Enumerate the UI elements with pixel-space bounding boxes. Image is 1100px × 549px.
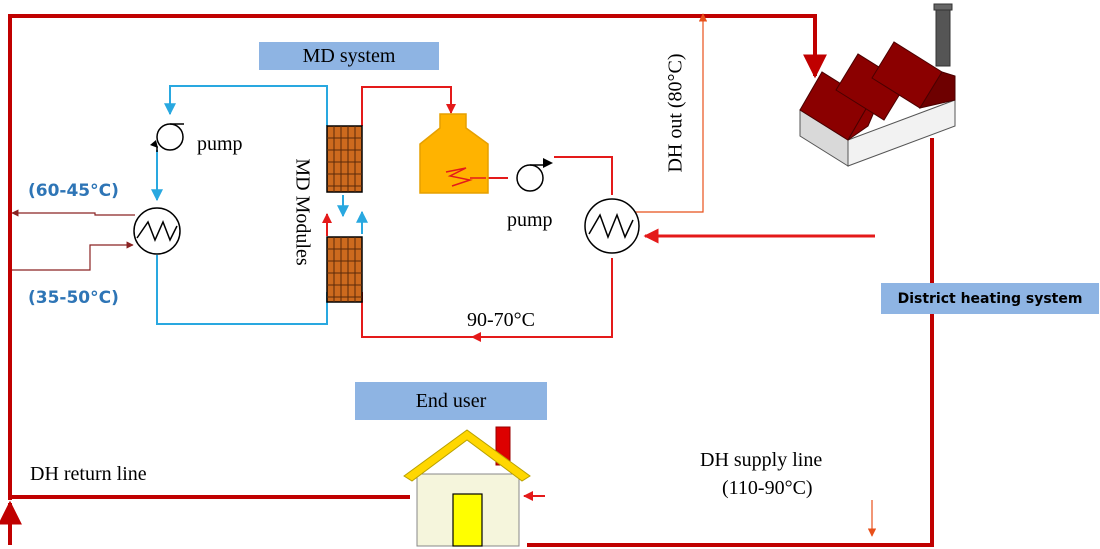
cold-in-temp-label: (35-50°C) <box>28 288 119 308</box>
left-heat-exchanger <box>133 207 181 255</box>
cold-in-line <box>12 241 134 271</box>
cold-loop-bottom <box>156 255 328 325</box>
left-exchange-lines <box>11 209 135 271</box>
district-heating-label: District heating system <box>881 283 1099 314</box>
district-heating-text: District heating system <box>897 290 1083 307</box>
hot-loop-pump-to-hx <box>554 156 613 195</box>
house-icon <box>403 426 531 547</box>
hot-loop-top <box>361 86 456 126</box>
pump-top-icon <box>150 123 184 152</box>
cold-loop-top <box>164 85 328 126</box>
pump-mid-icon <box>516 158 553 192</box>
dh-main-loop <box>0 14 934 547</box>
md-modules-label: MD Modules <box>291 158 314 266</box>
md-system-label: MD system <box>259 42 439 70</box>
factory-icon <box>799 3 956 167</box>
dh-out-label: DH out (80°C) <box>664 53 687 173</box>
pump-mid-label: pump <box>507 209 553 231</box>
end-user-label: End user <box>355 382 547 420</box>
cold-out-temp-label: (60-45°C) <box>28 181 119 201</box>
cold-out-line <box>11 209 135 217</box>
dh-supply-line <box>527 138 934 547</box>
end-user-text: End user <box>415 389 487 412</box>
tank <box>419 113 489 194</box>
md-module-bottom <box>326 236 363 303</box>
right-heat-exchanger <box>584 198 640 254</box>
hot-side-temp-label: 90-70°C <box>467 309 535 331</box>
md-system-text: MD system <box>302 44 396 67</box>
pump-top-label: pump <box>197 133 243 155</box>
md-module-top <box>326 125 363 193</box>
dh-return-label: DH return line <box>30 463 147 485</box>
dh-supply-temp-label: (110-90°C) <box>722 477 813 499</box>
hot-loop <box>322 86 613 342</box>
dh-supply-label: DH supply line <box>700 449 823 471</box>
dh-top-line <box>8 14 827 500</box>
cold-loop <box>151 85 368 325</box>
dh-out-line <box>630 13 708 213</box>
